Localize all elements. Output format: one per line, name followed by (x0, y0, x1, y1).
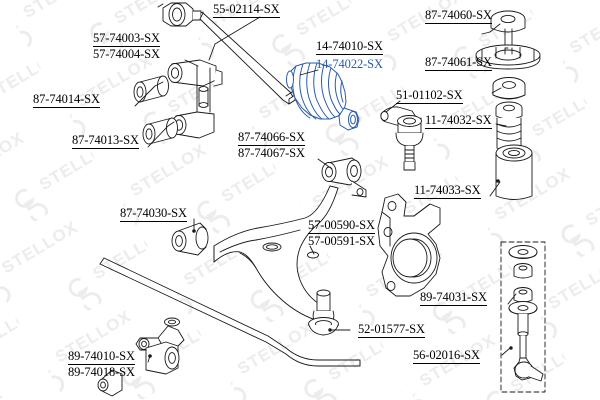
part-label-87-74066-sx[interactable]: 87-74066-SX (238, 130, 305, 147)
part-label-57-00591-sx[interactable]: 57-00591-SX (308, 234, 375, 248)
part-steering-bracket (167, 59, 223, 139)
part-label-57-74004-sx[interactable]: 57-74004-SX (93, 47, 160, 61)
part-stabilizer-link (500, 241, 546, 393)
part-steering-rack-boot (286, 62, 360, 131)
part-label-51-01102-sx[interactable]: 51-01102-SX (396, 88, 463, 105)
part-bushing-87-74014 (133, 75, 169, 103)
part-large-bushing (495, 144, 533, 200)
part-label-89-74031-sx[interactable]: 89-74031-SX (420, 290, 487, 307)
part-label-57-00590-sx[interactable]: 57-00590-SX (308, 218, 375, 235)
part-bushing-87-74013 (142, 117, 178, 145)
part-lower-ball-joint (308, 289, 339, 336)
part-label-89-74010-sx[interactable]: 89-74010-SX (68, 349, 135, 366)
part-lower-control-arm (213, 185, 339, 323)
part-label-87-74030-sx[interactable]: 87-74030-SX (120, 206, 187, 223)
part-label-87-74013-sx[interactable]: 87-74013-SX (72, 133, 139, 150)
part-label-87-74014-sx[interactable]: 87-74014-SX (33, 92, 100, 109)
part-label-55-02114-sx[interactable]: 55-02114-SX (213, 2, 280, 19)
part-label-56-02016-sx[interactable]: 56-02016-SX (413, 348, 480, 365)
part-label-11-74032-sx[interactable]: 11-74032-SX (425, 113, 492, 130)
part-label-11-74033-sx[interactable]: 11-74033-SX (414, 183, 481, 200)
part-inner-tie-rod (157, 2, 296, 105)
part-stabilizer-bushing (145, 341, 180, 375)
part-strut-mount (475, 10, 541, 70)
part-label-87-74060-sx[interactable]: 87-74060-SX (425, 8, 492, 25)
part-label-52-01577-sx[interactable]: 52-01577-SX (358, 322, 425, 339)
part-label-14-74022-sx[interactable]: 14-74022-SX (316, 57, 383, 71)
part-steering-knuckle (377, 193, 441, 297)
part-label-89-74018-sx[interactable]: 89-74018-SX (68, 365, 135, 379)
part-control-arm-bushing-rear (321, 157, 367, 198)
leader-lines (134, 16, 517, 363)
part-strut-bearing (492, 77, 526, 100)
part-outer-tie-rod-end (380, 106, 424, 171)
part-label-87-74061-sx[interactable]: 87-74061-SX (425, 55, 492, 72)
part-control-arm-bushing-front (171, 222, 209, 256)
part-label-57-74003-sx[interactable]: 57-74003-SX (93, 31, 160, 48)
part-label-87-74067-sx[interactable]: 87-74067-SX (238, 146, 305, 160)
part-label-14-74010-sx[interactable]: 14-74010-SX (316, 39, 383, 56)
